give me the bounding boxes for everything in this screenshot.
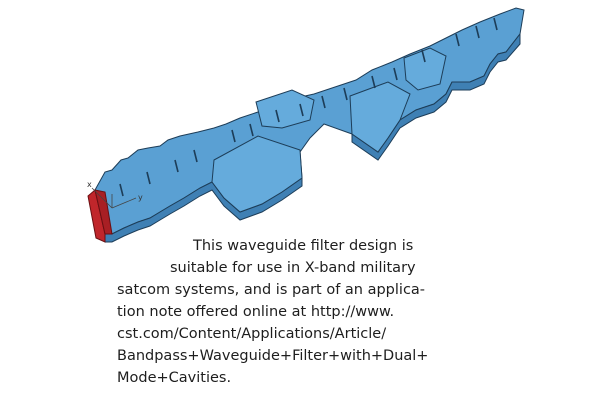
axis-line: [91, 187, 113, 209]
iris-slot: [146, 171, 151, 185]
iris-slot: [193, 149, 198, 163]
iris-slot: [299, 103, 304, 117]
waveguide-filter-figure: x y: [87, 7, 525, 243]
cavity-block: [255, 89, 315, 129]
filter-side-face: [351, 32, 521, 161]
caption-line: cst.com/Content/Applications/Article/: [117, 326, 387, 342]
iris-slot: [174, 159, 179, 173]
iris-slot: [119, 183, 124, 197]
waveguide-filter-model: [87, 7, 525, 243]
caption-line: Bandpass+Waveguide+Filter+with+Dual+: [117, 348, 429, 364]
axis-x-label: x: [87, 180, 92, 189]
cavity-block: [211, 135, 303, 213]
iris-slot: [321, 95, 326, 109]
filter-side-face: [104, 177, 303, 243]
input-port-face: [94, 189, 113, 235]
iris-slot: [275, 109, 280, 123]
cavity-block: [349, 81, 411, 153]
iris-slot: [421, 49, 426, 63]
coordinate-axes: [91, 187, 137, 209]
figure-caption: This waveguide filter design is suitable…: [0, 236, 600, 400]
iris-slot: [231, 129, 236, 143]
input-port-face: [87, 189, 106, 243]
iris-slot: [393, 67, 398, 81]
cavity-block: [403, 47, 447, 91]
iris-slots: [119, 17, 498, 197]
iris-slot: [493, 17, 498, 31]
caption-line: suitable for use in X-band military: [170, 260, 416, 276]
iris-slot: [455, 33, 460, 47]
iris-slot: [249, 123, 254, 137]
filter-top-surface: [94, 7, 525, 235]
axis-y-label: y: [138, 193, 143, 202]
caption-line: tion note offered online at http://www.: [117, 304, 395, 320]
iris-slot: [371, 75, 376, 89]
iris-slot: [343, 87, 348, 101]
caption-line: satcom systems, and is part of an applic…: [117, 282, 426, 298]
iris-slot: [475, 25, 480, 39]
caption-line: Mode+Cavities.: [117, 370, 232, 386]
axis-line: [111, 197, 137, 209]
caption-line: This waveguide filter design is: [193, 238, 414, 254]
